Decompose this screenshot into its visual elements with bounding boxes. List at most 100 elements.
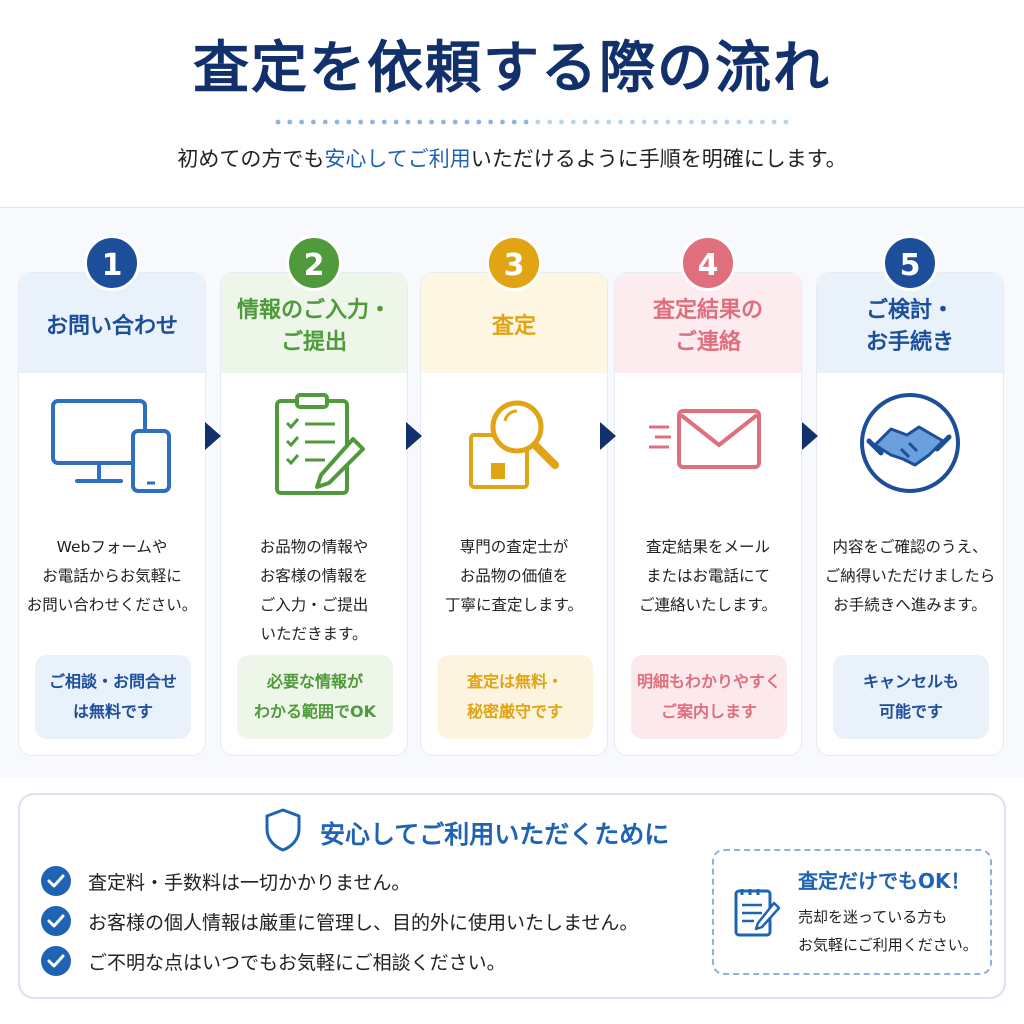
divider-dot [417, 119, 423, 125]
page-title: 査定を依頼する際の流れ [193, 36, 831, 101]
step-card-1: お問い合わせ 1 Webフォームや お電話からお気軽に お問い合わせください。 … [18, 235, 206, 756]
subtitle-text-after: いただけるように手順を明確にします。 [470, 147, 847, 171]
step-title: 査定 [491, 314, 536, 339]
step-title: 情報のご入力・ ご提出 [236, 298, 391, 355]
ok-box-title: 査定だけでもOK！ [798, 869, 971, 893]
step-number-badge: 5 [882, 235, 938, 291]
step-description: 専門の査定士が お品物の価値を 丁寧に査定します。 [445, 538, 583, 614]
divider-dot [511, 119, 517, 125]
divider-dot [523, 119, 529, 125]
divider-dot [771, 119, 777, 125]
handshake-icon [860, 393, 960, 493]
step-note: キャンセルも 可能です [833, 655, 989, 739]
shield-icon [265, 808, 301, 852]
assurance-item: 査定料・手数料は一切かかりません。 [40, 865, 410, 897]
divider-dot [405, 119, 411, 125]
divider-dot [358, 119, 364, 125]
step-card-2: 情報のご入力・ ご提出 2 お品物の情報や お客様の情報を ご入力・ご提出 いた… [220, 235, 408, 756]
page-subtitle: 初めての方でも安心してご利用いただけるように手順を明確にします。 [0, 144, 1024, 174]
subtitle-highlight: 安心してご利用 [324, 147, 471, 171]
divider-dot [322, 119, 328, 125]
step-title: 査定結果の ご連絡 [652, 298, 763, 355]
step-title: ご検討・ お手続き [865, 298, 954, 355]
divider-dot [582, 119, 588, 125]
step-note: ご相談・お問合せ は無料です [35, 655, 191, 739]
divider-dot [653, 119, 659, 125]
subtitle-text-before: 初めての方でも [177, 147, 325, 171]
step-card-header: 情報のご入力・ ご提出 [221, 273, 407, 373]
check-circle-icon [41, 906, 71, 936]
assurance-item-text: ご不明な点はいつでもお気軽にご相談ください。 [88, 951, 506, 974]
check-circle-icon [41, 866, 71, 896]
step-number-badge: 3 [486, 235, 542, 291]
divider-dot [677, 119, 683, 125]
step-card-3: 査定 3 専門の査定士が お品物の価値を 丁寧に査定します。 査定は無料・ 秘密… [420, 235, 608, 756]
step-number-badge: 1 [84, 235, 140, 291]
divider-dot [464, 119, 470, 125]
step-note: 必要な情報が わかる範囲でOK [237, 655, 393, 739]
divider-dot [618, 119, 624, 125]
step-card-5: ご検討・ お手続き 5 内容をご確認のうえ、 ご納得いただけましたら お手続きへ… [816, 235, 1004, 756]
step-description: Webフォームや お電話からお気軽に お問い合わせください。 [26, 538, 198, 614]
divider-dot [630, 119, 635, 125]
divider-dot [299, 119, 305, 125]
divider-dot [311, 119, 316, 125]
divider-dot [736, 119, 742, 125]
divider-dot [700, 119, 706, 125]
divider-dot [665, 119, 671, 125]
divider-dot [429, 119, 434, 125]
assurance-title: 安心してご利用いただくために [320, 820, 670, 849]
magnifier-box-icon [469, 400, 559, 489]
step-arrow-icon [600, 422, 616, 450]
step-number-badge: 4 [680, 235, 736, 291]
assessment-only-ok-box: 査定だけでもOK！ 売却を迷っている方も お気軽にご利用ください。 [712, 849, 992, 975]
ok-box-text: 売却を迷っている方も お気軽にご利用ください。 [798, 908, 978, 954]
step-note: 査定は無料・ 秘密厳守です [437, 655, 593, 739]
step-arrow-icon [802, 422, 818, 450]
divider-dot [724, 119, 730, 125]
divider-dot [287, 119, 293, 125]
monitor-and-phone-icon [51, 399, 171, 493]
step-number-badge: 2 [286, 235, 342, 291]
divider-dot [783, 119, 789, 125]
document-pen-icon [734, 889, 781, 937]
divider-dot [488, 119, 494, 125]
divider-dot [440, 119, 446, 125]
divider-dot [381, 119, 387, 125]
divider-dot [476, 119, 482, 125]
divider-dot [641, 119, 647, 125]
assurance-item: お客様の個人情報は厳重に管理し、目的外に使用いたしません。 [40, 905, 638, 937]
divider-dot [570, 119, 576, 125]
step-description: お品物の情報や お客様の情報を ご入力・ご提出 いただきます。 [259, 538, 369, 643]
divider-dot [393, 119, 399, 125]
assurance-item-text: お客様の個人情報は厳重に管理し、目的外に使用いたしません。 [88, 911, 639, 934]
divider-dot [689, 119, 694, 125]
divider-dot [535, 119, 541, 125]
divider-dot [759, 119, 765, 125]
envelope-icon [649, 409, 761, 469]
divider-dot [500, 119, 505, 125]
check-circle-icon [41, 946, 71, 976]
divider-dot [559, 119, 564, 125]
divider-dot [334, 119, 340, 125]
assurance-item-text: 査定料・手数料は一切かかりません。 [88, 871, 411, 894]
step-arrow-icon [205, 422, 221, 450]
divider-dot [346, 119, 352, 125]
assurance-panel: 安心してご利用いただくために 査定料・手数料は一切かかりません。 お客様の個人情… [18, 793, 1006, 999]
divider-dot [452, 119, 458, 125]
step-description: 査定結果をメール またはお電話にて ご連絡いたします。 [639, 538, 777, 614]
clipboard-checklist-icon [275, 393, 365, 495]
title-dotted-divider [275, 119, 789, 125]
step-note: 明細もわかりやすく ご案内します [631, 655, 787, 739]
step-arrow-icon [406, 422, 422, 450]
step-description: 内容をご確認のうえ、 ご納得いただけましたら お手続きへ進みます。 [824, 538, 996, 614]
divider-dot [712, 119, 718, 125]
divider-dot [748, 119, 753, 125]
divider-dot [594, 119, 600, 125]
divider-dot [606, 119, 612, 125]
divider-dot [275, 119, 281, 125]
divider-dot [370, 119, 375, 125]
divider-dot [547, 119, 553, 125]
step-title: お問い合わせ [45, 314, 178, 339]
assurance-item: ご不明な点はいつでもお気軽にご相談ください。 [40, 945, 506, 977]
